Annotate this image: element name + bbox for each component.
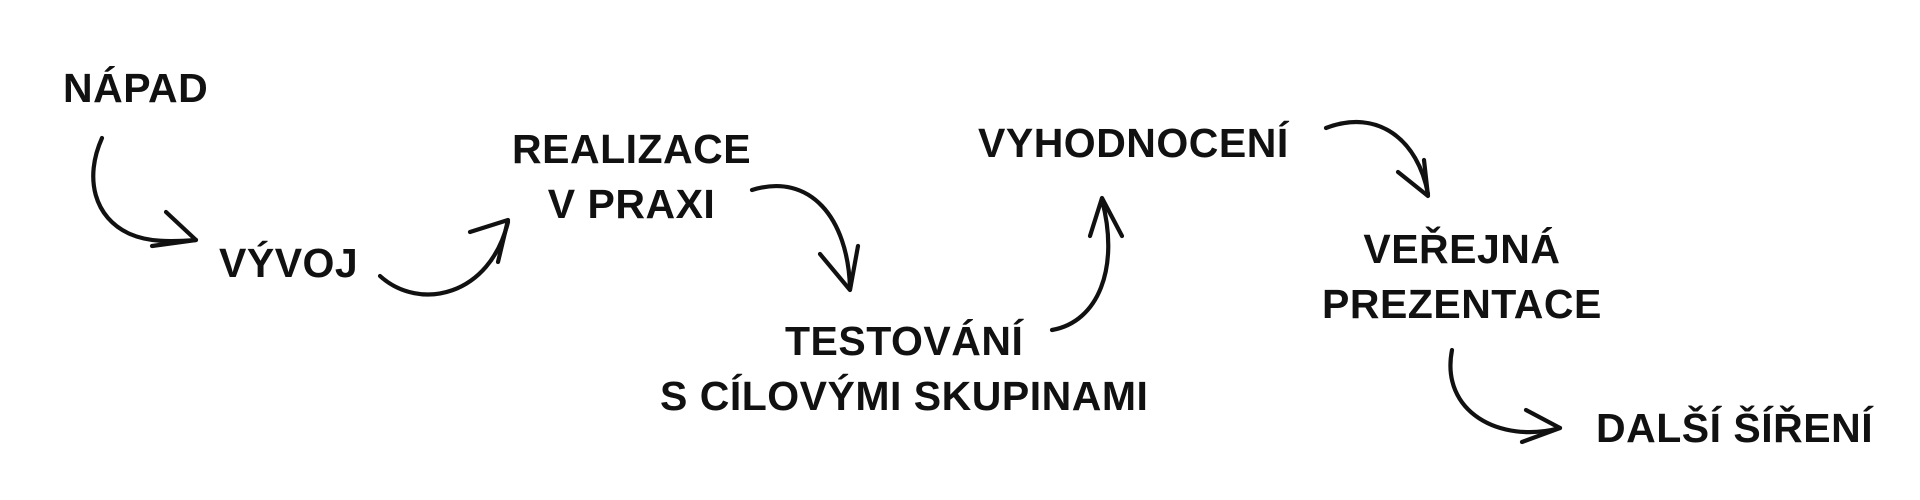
step-verejna-line-1: VEŘEJNÁ xyxy=(1363,226,1561,272)
step-testovani-line-1: TESTOVÁNÍ xyxy=(784,318,1024,364)
arrow-testovani-to-vyhodnoceni xyxy=(1049,195,1125,333)
step-realizace-line-2: V PRAXI xyxy=(547,181,716,227)
step-vyvoj-label: VÝVOJ xyxy=(219,240,359,286)
arrow-verejna-to-dalsi xyxy=(1448,347,1563,445)
arrow-napad-to-vyvoj xyxy=(91,135,199,249)
step-verejna-line-2: PREZENTACE xyxy=(1322,281,1602,327)
step-vyhodnoceni-label: VYHODNOCENÍ xyxy=(978,120,1289,166)
step-realizace: REALIZACE V PRAXI xyxy=(512,122,751,232)
step-napad-label: NÁPAD xyxy=(63,65,209,111)
step-vyhodnoceni: VYHODNOCENÍ xyxy=(978,116,1289,171)
arrow-vyvoj-to-realizace xyxy=(377,217,511,297)
arrow-realizace-to-testovani xyxy=(749,183,861,293)
step-testovani: TESTOVÁNÍ S CÍLOVÝMI SKUPINAMI xyxy=(660,314,1148,424)
step-dalsi-sireni: DALŠÍ ŠÍŘENÍ xyxy=(1596,401,1873,456)
step-testovani-line-2: S CÍLOVÝMI SKUPINAMI xyxy=(660,373,1149,419)
arrow-vyhodnoceni-to-verejna xyxy=(1323,119,1431,199)
step-vyvoj: VÝVOJ xyxy=(219,236,358,291)
step-dalsi-label: DALŠÍ ŠÍŘENÍ xyxy=(1596,405,1874,451)
step-realizace-line-1: REALIZACE xyxy=(512,126,752,172)
step-napad: NÁPAD xyxy=(63,61,208,116)
step-verejna-prezentace: VEŘEJNÁ PREZENTACE xyxy=(1322,222,1602,332)
